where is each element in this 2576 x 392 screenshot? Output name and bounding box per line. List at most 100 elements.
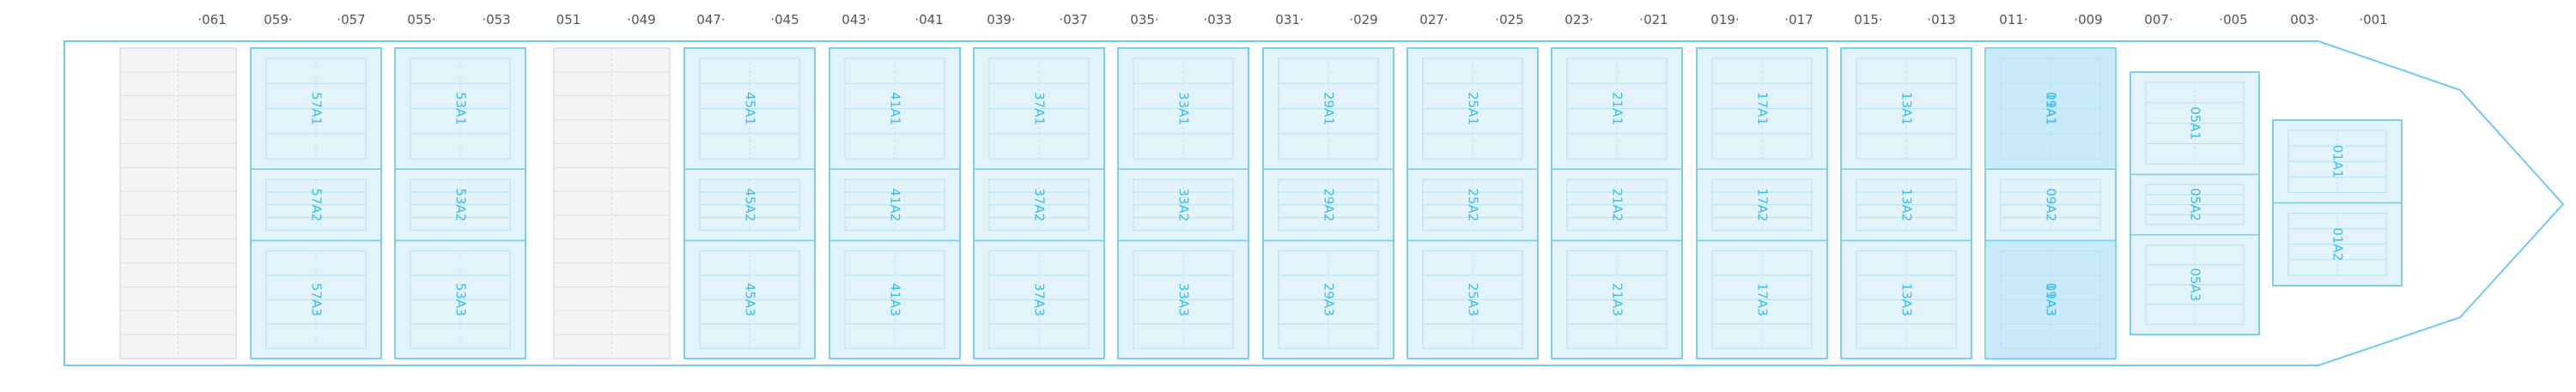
slot-label: 45A1 <box>743 92 758 125</box>
slot-label: 41A1 <box>888 92 903 125</box>
slot-53A3[interactable]: 53A3 <box>394 239 526 359</box>
slot-label: 17A3 <box>1755 283 1771 317</box>
bay-number-label: ·013 <box>1927 12 1955 27</box>
slot-41A3[interactable]: 41A3 <box>829 239 961 359</box>
slot-01A1[interactable]: 01A1 <box>2272 119 2403 204</box>
bay-number-label: 007· <box>2144 12 2172 27</box>
slot-label: 09A3 <box>2044 283 2059 317</box>
slot-frame <box>1406 239 1539 359</box>
slot-label: 53A1 <box>453 92 469 125</box>
bay-number-label: ·041 <box>914 12 943 27</box>
slot-label: 05A1 <box>2188 106 2203 140</box>
hold-bay-017[interactable]: 17A1 17A2 17A3 <box>1696 47 1828 359</box>
slot-57A1[interactable]: 57A1 <box>250 47 382 170</box>
slot-label: 41A2 <box>888 188 903 221</box>
slot-33A3[interactable]: 33A3 <box>1117 239 1249 359</box>
slot-label: 13A1 <box>1899 92 1915 125</box>
slot-label: 13A3 <box>1899 283 1915 317</box>
slot-25A3[interactable]: 25A3 <box>1406 239 1539 359</box>
bay-number-label: ·009 <box>2074 12 2102 27</box>
slot-21A3[interactable]: 21A3 <box>1551 239 1683 359</box>
slot-frame <box>683 239 816 359</box>
bay-number-label: 035· <box>1130 12 1158 27</box>
slot-label: 21A3 <box>1610 283 1625 317</box>
bay-number-label: ·033 <box>1203 12 1231 27</box>
slot-frame <box>1117 239 1249 359</box>
slot-37A3[interactable]: 37A3 <box>973 239 1105 359</box>
hold-bay-029[interactable]: 29A1 29A2 29A3 <box>1262 47 1394 359</box>
bay-number-label: 011· <box>1999 12 2027 27</box>
slot-label: 29A2 <box>1321 188 1337 221</box>
slot-frame <box>829 239 961 359</box>
slot-label: 33A2 <box>1176 188 1192 221</box>
slot-label: 29A3 <box>1321 283 1337 317</box>
slot-label: 17A1 <box>1755 92 1771 125</box>
bay-number-label: ·017 <box>1784 12 1813 27</box>
slot-label: 37A2 <box>1032 188 1048 221</box>
slot-label: 57A2 <box>309 188 325 221</box>
slot-37A2[interactable]: 37A2 <box>973 168 1105 242</box>
slot-label: 21A2 <box>1610 188 1625 221</box>
slot-29A3[interactable]: 29A3 <box>1262 239 1394 359</box>
slot-frame <box>2272 202 2403 286</box>
slot-57A3[interactable]: 57A3 <box>250 239 382 359</box>
bay-number-label: ·025 <box>1495 12 1523 27</box>
slot-05A3[interactable]: 05A3 <box>2129 233 2260 335</box>
bay-number-label: ·021 <box>1639 12 1668 27</box>
slot-label: 53A3 <box>453 283 469 317</box>
slot-01A2[interactable]: 01A2 <box>2272 202 2403 286</box>
slot-21A2[interactable]: 21A2 <box>1551 168 1683 242</box>
bay-number-label: ·029 <box>1349 12 1377 27</box>
slot-25A2[interactable]: 25A2 <box>1406 168 1539 242</box>
bay-number-label: 055· <box>407 12 435 27</box>
slot-17A2[interactable]: 17A2 <box>1696 168 1828 242</box>
slot-label: 09A2 <box>2044 188 2059 221</box>
bay-number-label: 015· <box>1854 12 1882 27</box>
slot-57A2[interactable]: 57A2 <box>250 168 382 242</box>
slot-45A2[interactable]: 45A2 <box>683 168 816 242</box>
slot-label: 25A2 <box>1466 188 1481 221</box>
hold-bay-057[interactable]: 57A1 57A2 57A3 <box>250 47 382 359</box>
bay-number-label: ·057 <box>337 12 365 27</box>
hold-bay-045[interactable]: 45A1 45A2 45A3 <box>683 47 816 359</box>
slot-29A1[interactable]: 29A1 <box>1262 47 1394 170</box>
hold-bay-049[interactable] <box>553 47 671 359</box>
slot-45A3[interactable]: 45A3 <box>683 239 816 359</box>
slot-label: 05A3 <box>2188 268 2203 301</box>
hold-bay-041[interactable]: 41A1 41A2 41A3 <box>829 47 961 359</box>
slot-13A3[interactable]: 13A3 <box>1840 239 1972 359</box>
slot-53A2[interactable]: 53A2 <box>394 168 526 242</box>
slot-05A2[interactable]: 05A2 <box>2129 173 2260 236</box>
slot-33A2[interactable]: 33A2 <box>1117 168 1249 242</box>
slot-label: 11A1 <box>2044 92 2059 125</box>
bay-number-label: 023· <box>1564 12 1593 27</box>
slot-17A3[interactable]: 17A3 <box>1696 239 1828 359</box>
bay-number-label: ·049 <box>627 12 655 27</box>
hold-bay-061[interactable] <box>119 47 237 359</box>
slot-label: 45A2 <box>743 188 758 221</box>
hold-bay-053[interactable]: 53A1 53A2 53A3 <box>394 47 526 359</box>
slot-41A2[interactable]: 41A2 <box>829 168 961 242</box>
bay-number-label: ·053 <box>482 12 510 27</box>
bay-number-label: 043· <box>841 12 870 27</box>
slot-label: 37A3 <box>1032 283 1048 317</box>
slot-09A2[interactable]: 09A2 <box>1984 168 2117 242</box>
hold-bay-005[interactable]: 05A1 05A2 05A3 <box>2129 71 2260 335</box>
slot-29A2[interactable]: 29A2 <box>1262 168 1394 242</box>
slot-label: 13A2 <box>1899 188 1915 221</box>
slot-41A1[interactable]: 41A1 <box>829 47 961 170</box>
hold-bay-013[interactable]: 13A1 13A2 13A3 <box>1840 47 1972 359</box>
slot-label: 53A2 <box>453 188 469 221</box>
slot-13A2[interactable]: 13A2 <box>1840 168 1972 242</box>
bay-number-label: 019· <box>1710 12 1739 27</box>
